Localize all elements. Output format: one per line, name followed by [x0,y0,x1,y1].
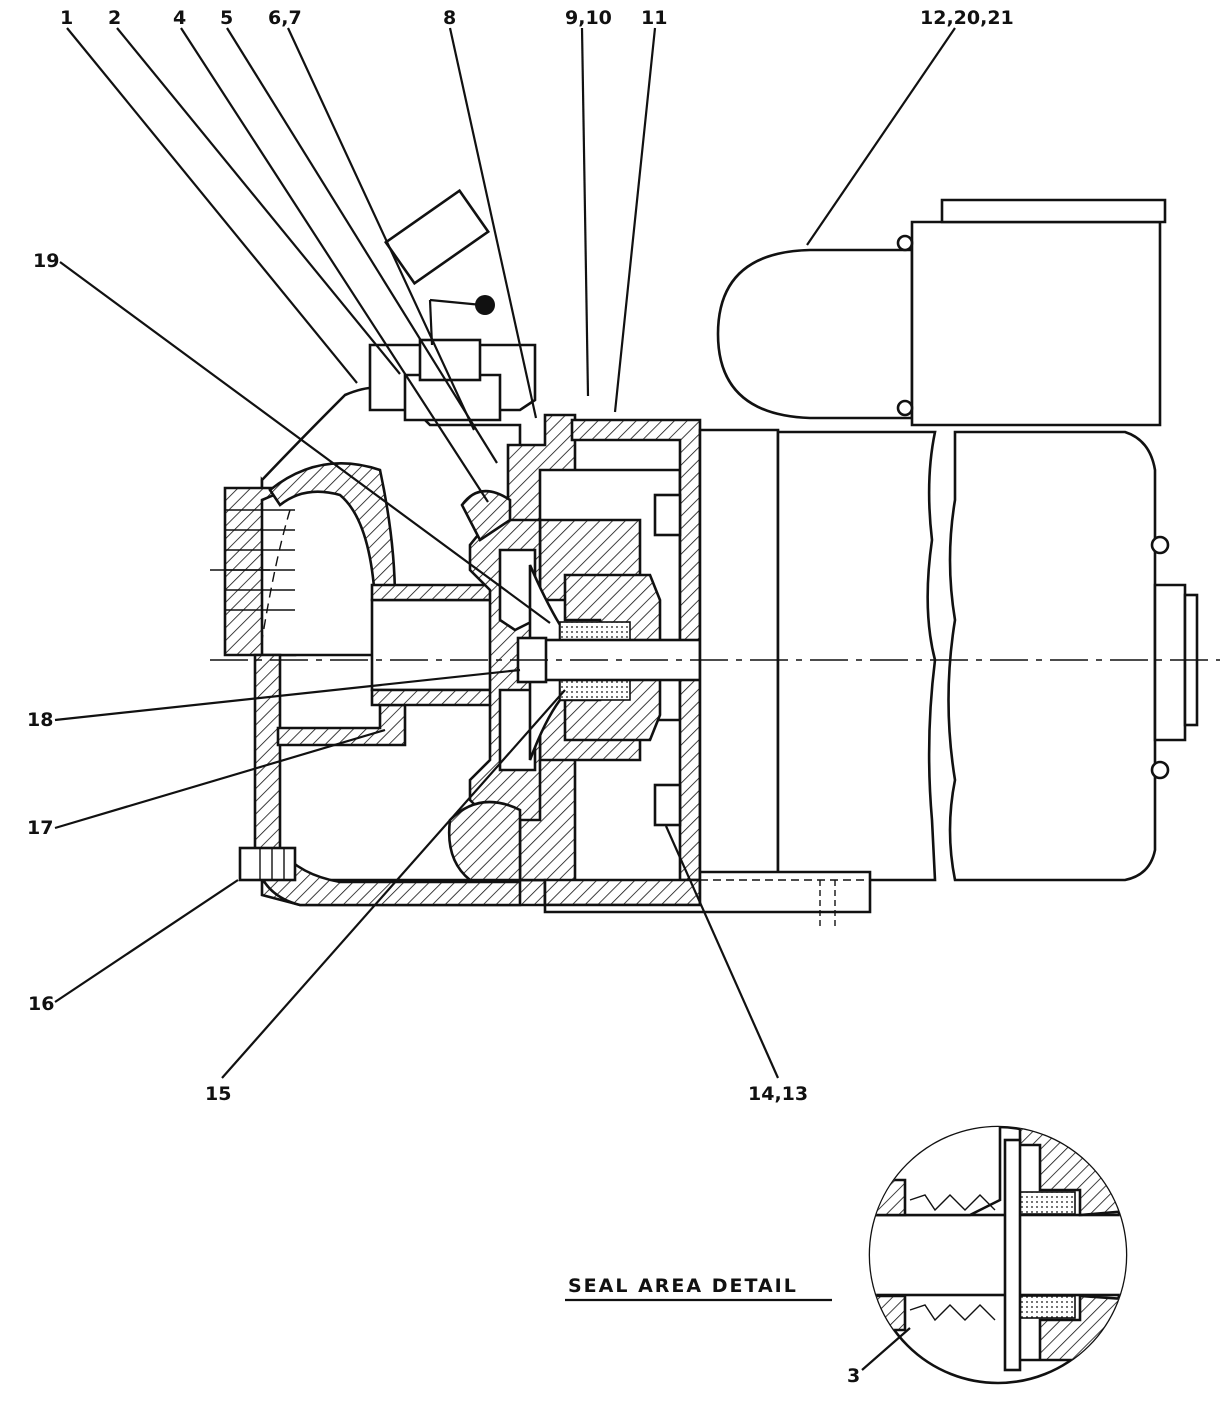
callout-12-20-21: 12,20,21 [920,7,1014,29]
leader-lines [54,27,956,1371]
callout-4: 4 [173,7,186,29]
impeller [447,489,562,882]
callout-2: 2 [108,7,121,29]
callout-3: 3 [847,1365,860,1387]
callout-11: 11 [641,7,667,29]
junction-box [716,198,1167,427]
callout-5: 5 [220,7,233,29]
callout-1: 1 [60,7,73,29]
drain-plug [238,846,297,882]
callout-labels: 1 2 4 5 6,7 8 9,10 11 12,20,21 19 18 17 … [27,7,1014,1387]
callout-8: 8 [443,7,456,29]
callout-18: 18 [27,709,53,731]
seal-area-detail [565,1125,1128,1385]
callout-14-13: 14,13 [748,1083,808,1105]
callout-17: 17 [27,817,53,839]
callout-9-10: 9,10 [565,7,612,29]
callout-6-7: 6,7 [268,7,302,29]
callout-16: 16 [28,993,54,1015]
callout-19: 19 [33,250,59,272]
callout-15: 15 [205,1083,231,1105]
detail-title: SEAL AREA DETAIL [568,1275,798,1297]
